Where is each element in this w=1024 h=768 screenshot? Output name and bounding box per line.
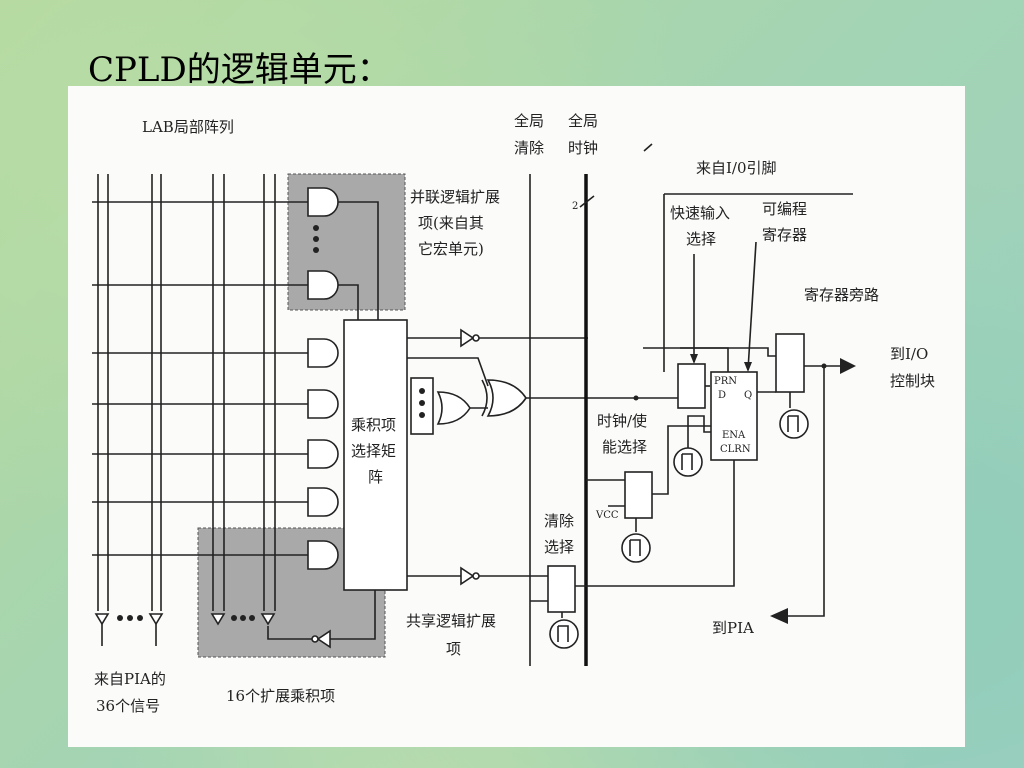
matrix-label-2: 选择矩 (351, 442, 396, 460)
xor-gate (486, 379, 527, 417)
shared-expander-label-2: 项 (446, 640, 461, 658)
wire (466, 357, 489, 387)
macrocell-schematic: LAB局部阵列 全局 清除 全局 时钟 2 来自I/0引脚 并联逻辑扩展 项(来… (92, 112, 935, 715)
register-clrn-label: CLRN (720, 444, 751, 455)
wire (788, 366, 825, 617)
programmable-register-label-1: 可编程 (762, 200, 807, 218)
register-d-label: D (718, 390, 726, 401)
wire (680, 347, 776, 357)
config-cell (673, 447, 703, 477)
clock-enable-select-label-1: 时钟/使 (597, 412, 647, 430)
bus-width-label: 2 (572, 201, 578, 212)
pia-input-buffer (94, 613, 110, 626)
config-cell-symbol (787, 415, 799, 432)
global-clear-label-2: 清除 (514, 139, 544, 157)
parallel-expander-label-3: 它宏单元) (418, 240, 484, 258)
matrix-label-3: 阵 (368, 468, 383, 486)
clear-select-mux (547, 565, 576, 613)
from-pia-label-2: 36个信号 (96, 697, 160, 715)
inverter-bubble (311, 635, 319, 643)
macrocell-diagram: LAB局部阵列 全局 清除 全局 时钟 2 来自I/0引脚 并联逻辑扩展 项(来… (68, 86, 965, 747)
fast-input-select-label-1: 快速输入 (670, 204, 730, 222)
product-term-select-matrix (343, 319, 408, 591)
and-gate (307, 187, 339, 217)
ellipsis-dots (117, 615, 143, 621)
arrow-head (744, 362, 752, 372)
parallel-expander-label-1: 并联逻辑扩展 (410, 188, 500, 206)
inverter (316, 629, 331, 649)
parallel-expander-label-2: 项(来自其 (418, 214, 484, 232)
wire (575, 460, 735, 587)
inverter (460, 328, 475, 348)
to-io-control-label-2: 控制块 (890, 372, 935, 390)
wire (338, 201, 379, 324)
from-io-pin-label: 来自I/0引脚 (696, 159, 777, 177)
shared-expander-label-1: 共享逻辑扩展 (406, 612, 496, 630)
expander-buffer (210, 613, 226, 626)
tick-mark (643, 143, 653, 152)
xor-input-curve (481, 379, 488, 417)
and-gate (307, 389, 339, 419)
config-cell-symbol (681, 453, 693, 470)
ellipsis-dots (419, 388, 425, 418)
to-pia-arrow (770, 608, 788, 624)
wire (652, 425, 711, 495)
lab-array-label: LAB局部阵列 (142, 118, 234, 136)
expander-buffer (260, 613, 276, 626)
wire (687, 415, 711, 448)
bus-slash (579, 195, 595, 208)
to-pia-label: 到PIA (712, 619, 754, 637)
register-bypass-mux (775, 333, 805, 393)
fast-input-select-label-2: 选择 (686, 230, 716, 248)
from-pia-label-1: 来自PIA的 (94, 670, 166, 688)
parallel-expander-region (287, 173, 406, 311)
ellipsis-dots (313, 225, 319, 253)
register-ena-label: ENA (722, 430, 746, 441)
expander-terms-label: 16个扩展乘积项 (226, 687, 335, 705)
inverter-bubble (472, 334, 480, 342)
junction-dot (633, 395, 639, 401)
clock-enable-select-mux (624, 471, 653, 519)
and-gate (307, 270, 339, 300)
vcc-label: VCC (595, 510, 619, 521)
clear-select-label-2: 选择 (544, 538, 574, 556)
programmable-register-label-2: 寄存器 (762, 226, 807, 244)
config-cell-symbol (629, 539, 641, 556)
register-q-label: Q (744, 390, 752, 401)
and-gate (307, 439, 339, 469)
wire (338, 284, 359, 324)
config-cell (549, 619, 579, 649)
output-arrow (840, 358, 856, 374)
global-clock-label-2: 时钟 (568, 139, 598, 157)
inverter (460, 566, 475, 586)
programmable-register (710, 371, 758, 461)
global-clear-label-1: 全局 (514, 112, 544, 130)
inverter-bubble (472, 572, 480, 580)
config-cell (621, 533, 651, 563)
product-term-lines (92, 201, 308, 556)
clear-select-label-1: 清除 (544, 512, 574, 530)
and-gate (307, 487, 339, 517)
fast-input-select-mux (677, 363, 706, 409)
label-pointer (747, 241, 757, 371)
slide-title: CPLD的逻辑单元： (88, 50, 391, 90)
matrix-label-1: 乘积项 (351, 416, 396, 434)
to-io-control-label-1: 到I/O (890, 345, 928, 363)
register-bypass-label: 寄存器旁路 (804, 286, 879, 304)
config-cell (779, 409, 809, 439)
arrow-head (690, 354, 698, 364)
register-prn-label: PRN (714, 376, 737, 387)
lab-local-array-lines (97, 174, 276, 611)
and-gate (307, 338, 339, 368)
or-gate (436, 391, 471, 425)
config-cell-symbol (557, 625, 569, 642)
clock-enable-select-label-2: 能选择 (602, 438, 647, 456)
wire (330, 590, 376, 640)
wire (267, 626, 312, 640)
global-clock-label-1: 全局 (568, 112, 598, 130)
pia-input-buffer (148, 613, 164, 626)
ellipsis-dots (231, 615, 255, 621)
and-gate (307, 540, 339, 570)
